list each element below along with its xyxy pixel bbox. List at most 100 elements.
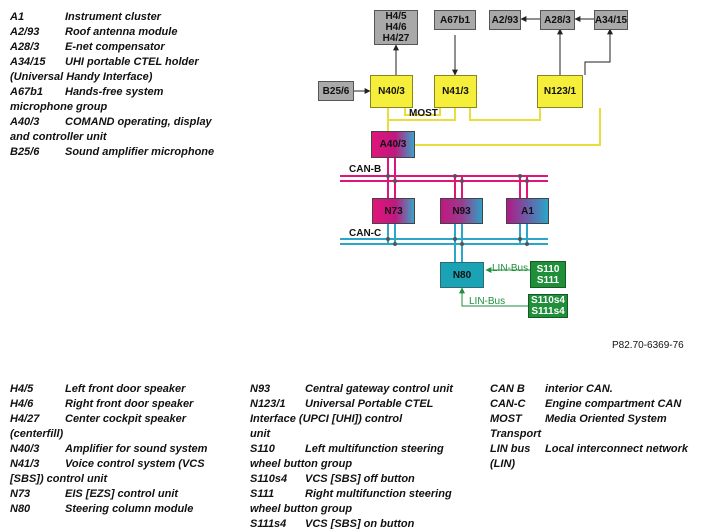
legend-entry: unit: [250, 427, 480, 442]
s110s4-s111s4-box: S110s4 S111s4: [528, 294, 568, 318]
legend-entry: Transport: [490, 427, 700, 442]
legend-code: MOST: [490, 413, 522, 425]
legend-entry: and controller unit: [10, 130, 240, 145]
legend-description: (Universal Handy Interface): [10, 71, 153, 83]
legend-description: Right front door speaker: [65, 398, 194, 410]
legend-code: N41/3: [10, 458, 40, 470]
legend-entry: A67b1 Hands-free system: [10, 85, 240, 100]
legend-code: H4/27: [10, 413, 40, 425]
n40-3-label: N40/3: [378, 86, 405, 97]
legend-description: Media Oriented System: [545, 413, 667, 425]
a67b1-label: A67b1: [439, 14, 470, 26]
legend-entry: MOST Media Oriented System: [490, 412, 700, 427]
legend-description: Instrument cluster: [65, 11, 161, 23]
legend-description: Sound amplifier microphone: [65, 146, 215, 158]
legend-code: A67b1: [10, 86, 44, 98]
legend-code: B25/6: [10, 146, 40, 158]
legend-code: H4/5: [10, 383, 34, 395]
legend-description: Hands-free system: [65, 86, 164, 98]
legend-entry: S111 Right multifunction steering: [250, 487, 480, 502]
n73-box: N73: [372, 198, 415, 224]
legend-code: A40/3: [10, 116, 40, 128]
legend-description: Right multifunction steering: [305, 488, 452, 500]
a28-3-label: A28/3: [544, 14, 571, 26]
n73-label: N73: [384, 205, 403, 217]
a67b1-box: A67b1: [434, 10, 476, 30]
legend-entry: A40/3 COMAND operating, display: [10, 115, 240, 130]
legend-entry: (Universal Handy Interface): [10, 70, 240, 85]
legend-entry: N41/3 Voice control system (VCS: [10, 457, 245, 472]
legend-code: N123/1: [250, 398, 286, 410]
legend-description: wheel button group: [250, 458, 353, 470]
speaker-h4-6: H4/6: [385, 22, 407, 33]
legend-code: A1: [10, 11, 25, 23]
a40-3-box: A40/3: [371, 131, 415, 158]
a2-93-box: A2/93: [489, 10, 521, 30]
legend-code: N93: [250, 383, 271, 395]
n80-label: N80: [452, 269, 472, 281]
legend-code: S111: [250, 488, 275, 500]
legend-description: Transport: [490, 428, 542, 440]
lin-bus: [459, 267, 530, 307]
a1-box: A1: [506, 198, 549, 224]
legend-description: UHI portable CTEL holder: [65, 56, 199, 68]
legend-code: N80: [10, 503, 31, 515]
legend-entry: (centerfill): [10, 427, 245, 442]
s110-label: S110: [536, 263, 560, 275]
a28-3-box: A28/3: [540, 10, 575, 30]
legend-description: [SBS]) control unit: [10, 473, 108, 485]
n41-3-label: N41/3: [442, 86, 469, 97]
legend-description: Amplifier for sound system: [65, 443, 208, 455]
a40-3-label: A40/3: [379, 139, 407, 150]
legend-description: Voice control system (VCS: [65, 458, 205, 470]
legend-description: Central gateway control unit: [305, 383, 453, 395]
a34-15-label: A34/15: [594, 14, 628, 26]
n123-1-box: N123/1: [537, 75, 583, 108]
legend-description: COMAND operating, display: [65, 116, 212, 128]
most-bus: [387, 108, 601, 146]
legend-description: Steering column module: [65, 503, 194, 515]
lin-bus-label-1: LIN-Bus: [492, 263, 529, 274]
a1-label: A1: [521, 205, 534, 217]
legend-description: Roof antenna module: [65, 26, 178, 38]
most-label: MOST: [409, 108, 438, 119]
can-b-label: CAN-B: [349, 164, 382, 175]
b25-6-label: B25/6: [322, 85, 350, 97]
can-c-label: CAN-C: [349, 228, 382, 239]
legend-description: Local interconnect network: [545, 443, 689, 455]
legend-entry: (LIN): [490, 457, 700, 472]
legend-description: Engine compartment CAN: [545, 398, 682, 410]
s111s4-label: S111s4: [531, 306, 565, 317]
legend-description: (centerfill): [10, 428, 64, 440]
legend-description: Interface (UPCI [UHI]) control: [250, 413, 403, 425]
legend-entry: microphone group: [10, 100, 240, 115]
legend-description: EIS [EZS] control unit: [65, 488, 179, 500]
legend-code: A2/93: [10, 26, 40, 38]
bus-junctions: [386, 174, 529, 246]
legend-description: microphone group: [10, 101, 108, 113]
n80-box: N80: [440, 262, 484, 288]
legend-entry: wheel button group: [250, 502, 480, 517]
s110-s111-box: S110 S111: [530, 261, 566, 288]
legend-entry: wheel button group: [250, 457, 480, 472]
lin-bus-label-2: LIN-Bus: [469, 296, 506, 307]
s110s4-label: S110s4: [531, 295, 565, 306]
legend-code: H4/6: [10, 398, 34, 410]
